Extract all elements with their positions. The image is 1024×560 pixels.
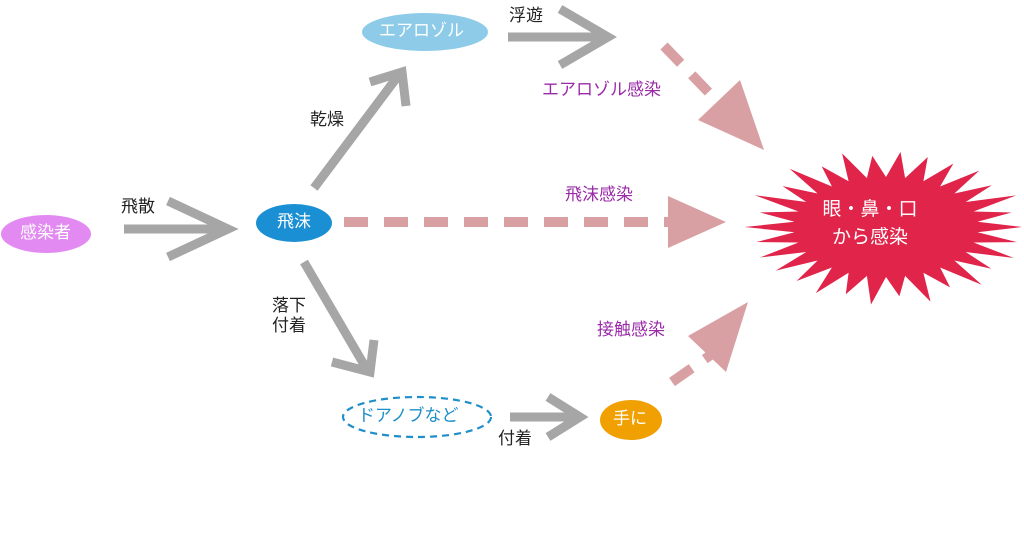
eye-nose-mouth-burst [744,151,1022,305]
hand-node [600,400,662,440]
float-arrow [508,5,617,69]
attach-label: 付着 [498,429,532,449]
infected-label: 感染者 [20,223,71,243]
aerosol-node [362,13,488,51]
fall-attach-label: 落下 付着 [272,296,306,337]
aerosol-route-dash [660,42,722,106]
aerosol-route-arrowhead [698,80,764,150]
dry-arrow [310,66,411,191]
infected-node [1,215,91,253]
droplet-route-arrowhead [668,196,726,248]
contact-route-dash [669,349,715,387]
doorknob-node [341,395,493,439]
droplet-label: 飛沫 [277,212,311,232]
dry-label: 乾燥 [310,110,344,130]
aerosol-label: エアロゾル [379,21,464,41]
scatter-label: 飛散 [121,197,155,217]
burst-label-line1: 眼・鼻・口 [822,198,918,220]
doorknob-label: ドアノブなど [358,406,459,426]
contact-infection-label: 接触感染 [597,320,665,340]
burst-label-line2: から感染 [831,225,908,248]
attach-arrow [510,393,589,441]
droplet-infection-label: 飛沫感染 [565,185,633,205]
contact-route-arrowhead [688,302,748,372]
droplet-node [256,204,332,242]
burst-label: 眼・鼻・口 から感染 [820,196,920,251]
aerosol-infection-label: エアロゾル感染 [542,80,661,100]
fall-label: 落下 [272,296,306,316]
fall-attach-label-line2: 付着 [272,316,306,337]
fall-arrow [300,259,379,378]
scatter-arrow [124,196,239,262]
hand-label: 手に [613,409,647,429]
float-label: 浮遊 [509,6,543,26]
